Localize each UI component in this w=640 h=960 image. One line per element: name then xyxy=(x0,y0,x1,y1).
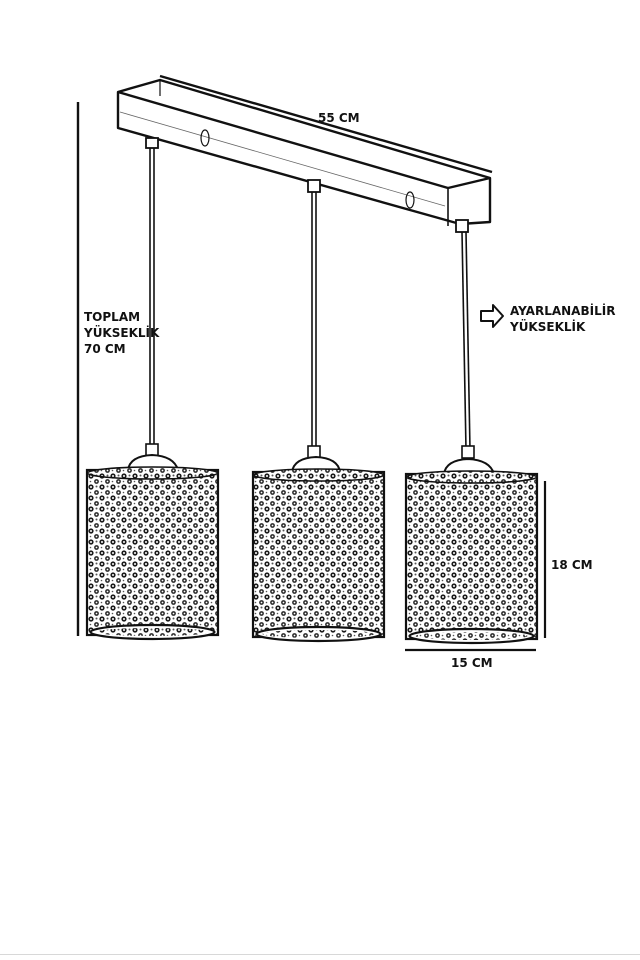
total-height-label-line-2: YÜKSEKLİK xyxy=(84,326,160,340)
adjustable-label-line-1: AYARLANABİLİR xyxy=(510,304,616,318)
adjustable-label-line-2: YÜKSEKLİK xyxy=(510,320,586,334)
right-arrow-icon xyxy=(480,304,504,328)
bottom-divider xyxy=(0,954,640,955)
width-dimension-line xyxy=(159,74,493,174)
shade-height-label: 18 CM xyxy=(551,558,593,572)
adjustable-height-label: AYARLANABİLİR YÜKSEKLİK xyxy=(510,303,615,335)
ceiling-canopy xyxy=(116,78,492,226)
width-label: 55 CM xyxy=(318,111,360,125)
total-height-label-line-3: 70 CM xyxy=(84,342,126,356)
shade-diameter-label: 15 CM xyxy=(451,656,493,670)
pendant-3 xyxy=(404,219,539,645)
total-height-label-line-1: TOPLAM xyxy=(84,310,141,324)
total-height-label: TOPLAM YÜKSEKLİK 70 CM xyxy=(84,309,159,357)
pendant-2 xyxy=(251,179,386,643)
pendant-1 xyxy=(85,137,220,641)
